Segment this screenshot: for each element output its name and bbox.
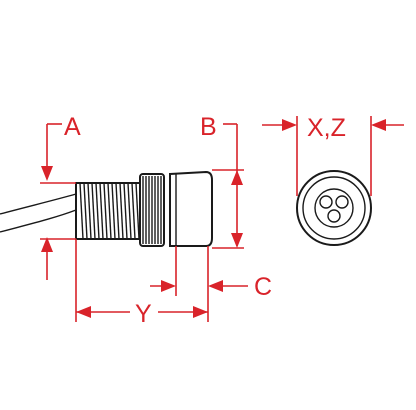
dimension-y-arrow-left xyxy=(76,306,91,318)
cable-lower-edge xyxy=(0,209,77,233)
thread-line xyxy=(87,182,92,240)
end-view-pin-3 xyxy=(327,209,341,223)
dimension-a: A xyxy=(40,113,81,280)
end-view-outer-ring xyxy=(296,170,372,246)
thread-line xyxy=(131,182,136,240)
end-view-pin-2 xyxy=(335,195,349,209)
end-view-inner-ring xyxy=(302,176,366,240)
end-view-socket xyxy=(314,188,354,228)
thread-line xyxy=(107,182,112,240)
thread-line xyxy=(91,182,96,240)
dimension-xz-arrow-left xyxy=(282,119,297,131)
connector-head xyxy=(169,170,213,247)
threaded-body xyxy=(75,182,141,240)
thread-line xyxy=(99,182,104,240)
dimension-c-label: C xyxy=(254,273,272,301)
dimension-y-label: Y xyxy=(135,300,152,328)
thread-line xyxy=(79,182,84,240)
thread-line xyxy=(95,182,100,240)
thread-line xyxy=(127,182,132,240)
dimension-xz: X,Z xyxy=(262,114,404,196)
dimension-xz-label: X,Z xyxy=(307,114,346,142)
cable-upper-edge xyxy=(0,193,77,215)
end-view-pin-1 xyxy=(319,195,333,209)
thread-line xyxy=(115,182,120,240)
connector-head-outline xyxy=(169,170,213,247)
dimension-b: B xyxy=(200,113,244,249)
dimension-y: Y xyxy=(75,239,209,328)
dimension-c: C xyxy=(150,246,272,301)
thread-line xyxy=(111,182,116,240)
dimension-xz-arrow-right xyxy=(371,119,386,131)
knurled-nut xyxy=(139,173,165,247)
end-view xyxy=(296,170,372,246)
thread-line xyxy=(123,182,128,240)
dimension-a-arrow-top xyxy=(41,166,53,181)
dimension-b-label: B xyxy=(200,113,217,141)
dimension-b-arrow-top xyxy=(231,170,243,185)
dimension-b-arrow-bottom xyxy=(231,233,243,248)
dimension-c-arrow-right xyxy=(208,280,223,292)
dimension-a-label: A xyxy=(64,113,81,141)
thread-line xyxy=(83,182,88,240)
thread-line xyxy=(135,182,140,240)
dimension-c-arrow-left xyxy=(161,280,176,292)
knurl-lines xyxy=(142,176,162,244)
dimension-a-arrow-bottom xyxy=(41,237,53,252)
thread-lines xyxy=(79,182,140,240)
thread-line xyxy=(119,182,124,240)
thread-line xyxy=(103,182,108,240)
dimension-y-arrow-right xyxy=(193,306,208,318)
side-view xyxy=(0,170,213,247)
